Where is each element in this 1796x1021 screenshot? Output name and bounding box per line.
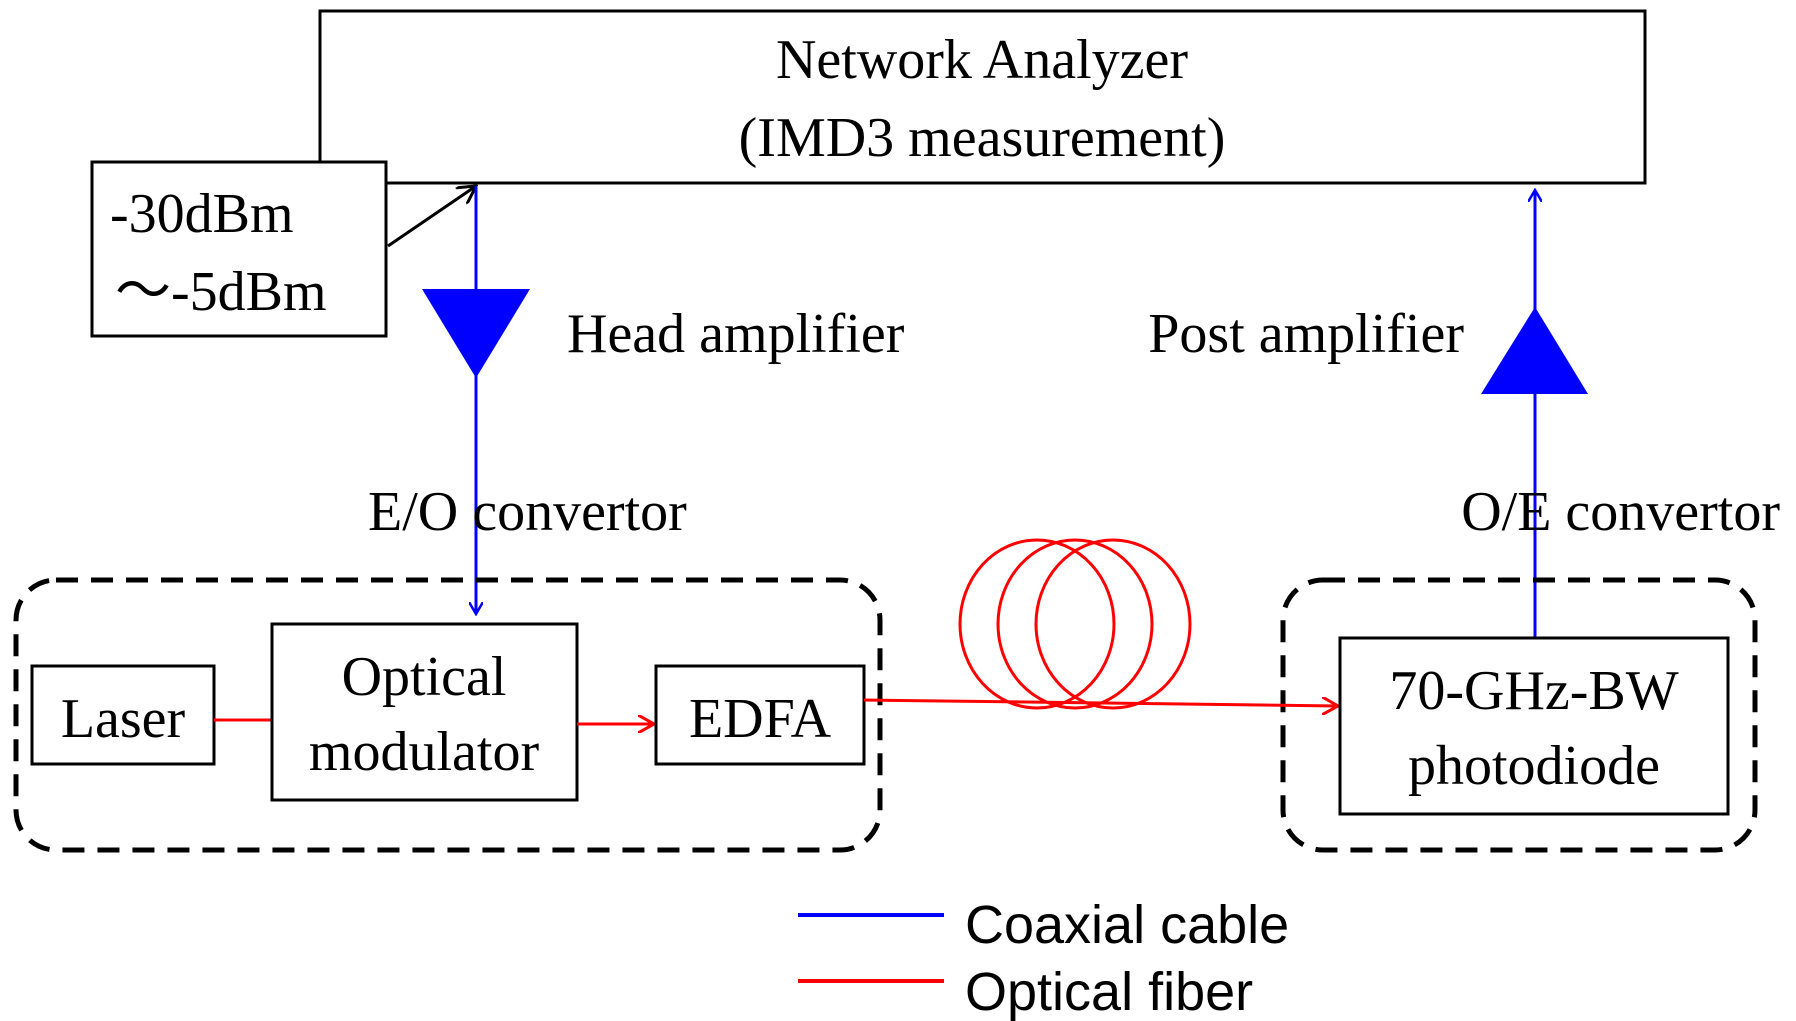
legend-fiber-label: Optical fiber <box>965 962 1253 1021</box>
head-amplifier-icon <box>422 289 530 378</box>
network-analyzer-subtitle: (IMD3 measurement) <box>739 107 1226 169</box>
power-range-box <box>90 160 388 338</box>
post-amplifier-icon <box>1481 307 1588 394</box>
laser-box <box>30 664 216 766</box>
power-range-max: ～-5dBm <box>115 261 327 323</box>
optical-modulator-box <box>270 622 579 802</box>
fiber-edfa-to-photodiode <box>863 700 1338 706</box>
optical-modulator-label-1: Optical <box>342 646 507 708</box>
edfa-label: EDFA <box>689 688 832 750</box>
network-analyzer-box <box>318 9 1647 185</box>
legend-coax-label: Coaxial cable <box>965 895 1289 955</box>
photodiode-box <box>1338 636 1730 816</box>
head-amplifier-label: Head amplifier <box>567 303 905 365</box>
optical-modulator-label-2: modulator <box>309 721 540 783</box>
post-amplifier-label: Post amplifier <box>1148 303 1464 365</box>
eo-converter-enclosure <box>13 577 883 853</box>
fiber-spool-icon <box>958 538 1192 710</box>
power-sweep-arrow <box>387 186 476 248</box>
oe-converter-enclosure <box>1280 577 1758 853</box>
laser-label: Laser <box>61 688 186 750</box>
edfa-box <box>654 664 866 766</box>
legend: Coaxial cable Optical fiber <box>798 895 1289 1021</box>
network-analyzer-title: Network Analyzer <box>776 29 1188 91</box>
eo-converter-label: E/O convertor <box>368 481 687 543</box>
photodiode-label-2: photodiode <box>1408 735 1660 797</box>
oe-converter-label: O/E convertor <box>1461 481 1780 543</box>
power-range-min: -30dBm <box>110 183 294 245</box>
photodiode-label-1: 70-GHz-BW <box>1389 660 1678 722</box>
